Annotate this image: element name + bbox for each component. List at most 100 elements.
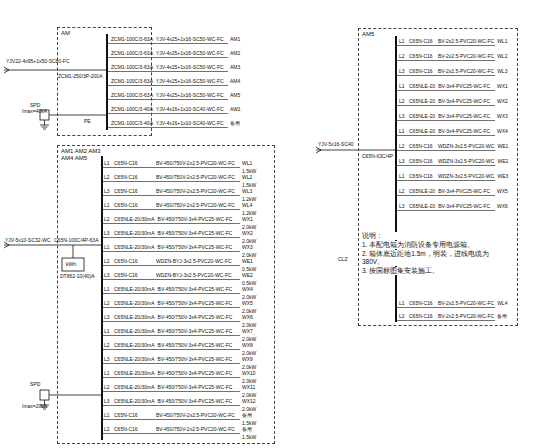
busbar [101, 156, 103, 440]
wire-label: WDZN-BYJ-3x2.5-PVC20-WC-FC [156, 258, 232, 264]
circuit-wire [396, 320, 495, 321]
feeder-arrow [4, 67, 9, 73]
wire-label: L2 [399, 53, 405, 59]
wire-label: C65N-C16 [409, 158, 433, 164]
wire-label: C65N-C16 [409, 143, 433, 149]
wire-label: L3 [104, 314, 110, 320]
wire-label: C65NLE-20/30mA [114, 356, 155, 362]
wire-label: BV-3x4-PVC25-WC-FC [438, 188, 490, 194]
wire-label: YJV-4x25+1x16-SC50-WC-FC [156, 36, 224, 42]
wire-label: C65N-C16 [409, 38, 433, 44]
wire-label: L1 [104, 370, 110, 376]
wire-label: ZCM1-100C/3-40A [111, 120, 153, 126]
wire-label: 1.5kW [242, 168, 256, 174]
wire-label: C65NLE-20 [409, 203, 435, 209]
wire-label: 2.0kW [242, 350, 256, 356]
wire-label: 0.5kW [242, 280, 256, 286]
wire-label: L1 [399, 128, 405, 134]
wire-label: L1 [104, 412, 110, 418]
circuit-wire [102, 251, 240, 252]
wire-label: BV-3x4-PVC25-WC-FC [438, 113, 490, 119]
wire-label: 备用 [497, 313, 507, 319]
wire-label: BV-2x2.5-PVC20-WC-FC [438, 53, 494, 59]
wire-label: BV-3x4-PVC25-WC-FC [438, 203, 490, 209]
wire-label: BV-450/750V-2x2.5-PVC20-WC-FC [156, 412, 235, 418]
wire-label: WE1 [242, 258, 253, 264]
wire-label: 2.0kW [242, 308, 256, 314]
wire-label: BV-450/750V-3x4-PVC25-WC-FC [158, 356, 233, 362]
wire-label: 2.0kW [242, 252, 256, 258]
wire-label: L2 [104, 216, 110, 222]
wire-label: C65NLE-20 [409, 128, 435, 134]
panel-name: AM [61, 30, 101, 37]
circuit-wire [107, 43, 228, 44]
wire-label: BV-3x4-PVC25-WC-FC [438, 128, 490, 134]
wire-label: C65N-C16 [409, 313, 433, 319]
wire-label: C65NLE-20/30mA [114, 244, 155, 250]
circuit-wire [396, 180, 495, 181]
wire-label: WX9 [242, 356, 253, 362]
wire-label: WX2 [242, 230, 253, 236]
wire-label: WL4 [497, 300, 507, 306]
wire-label: BV-450/750V-2x2.5-PVC20-WC-FC [156, 202, 235, 208]
wire-label: C65NLE-20 [409, 98, 435, 104]
wire-label: L2 [399, 98, 405, 104]
circuit-wire [396, 135, 495, 136]
wire-label: L2 [104, 258, 110, 264]
circuit-wire [396, 45, 495, 46]
wire-label: C65NLE-20 [409, 83, 435, 89]
wire-label: C65NLE-20/30mA [114, 398, 155, 404]
circuit-wire [102, 167, 240, 168]
wire-label: C65N-C16 [114, 202, 138, 208]
wire-label: L1 [399, 83, 405, 89]
wire-label: BV-450/750V-3x4-PVC25-WC-FC [158, 384, 233, 390]
wire-label: WL4 [242, 202, 252, 208]
wire-label: 2.0kW [242, 322, 256, 328]
incoming-feeder [316, 150, 396, 151]
meter-symbol [62, 258, 84, 271]
incoming-feeder [4, 70, 107, 71]
circuit-wire [396, 105, 495, 106]
wire-label: L2 [399, 188, 405, 194]
wire-label: YJV-5x16-SC40 [318, 141, 354, 147]
wire-label: 备用 [242, 412, 252, 418]
wire-label: C65N-C16 [114, 272, 138, 278]
wire-label: C65NLE-20/30mA [114, 342, 155, 348]
circuit-wire [396, 165, 495, 166]
wire-label: WE2 [497, 158, 508, 164]
wire-label: C65NLE-20/30mA [114, 230, 155, 236]
circuit-wire [107, 127, 228, 128]
wire-label: C65N-C16 [409, 68, 433, 74]
wire-label: WE1 [497, 143, 508, 149]
circuit-wire [102, 293, 240, 294]
circuit-wire [107, 71, 228, 72]
wire-label: L3 [399, 113, 405, 119]
wire-label: L3 [104, 356, 110, 362]
wire-label: L1 [104, 328, 110, 334]
wire-label: 2.0kW [242, 392, 256, 398]
wire-label: C65NLE-20/30mA [114, 286, 155, 292]
wire-label: C65NLE-20 [409, 113, 435, 119]
circuit-wire [102, 405, 240, 406]
wire-label: L3 [399, 68, 405, 74]
wire-label: 1.5kW [242, 434, 256, 440]
wire-label: 备用 [230, 120, 240, 126]
wire-label: 0.5kW [242, 266, 256, 272]
wire-label: L2 [104, 426, 110, 432]
wire-label: WX3 [242, 244, 253, 250]
wire-label: C65N-C16 [114, 412, 138, 418]
wire-label: WDZN-BYJ-3x2.5-PVC20-WC-FC [156, 272, 232, 278]
wire-label: BV-450/750V-3x4-PVC25-WC-FC [158, 370, 233, 376]
wire-label: YJV-4x16+1x10-SC40-WC-FC [156, 120, 224, 126]
wire-label: YJV-4x25+1x16-SC50-WC-FC [156, 78, 224, 84]
ground-symbol [40, 120, 49, 129]
circuit-wire [396, 150, 495, 151]
wire-label: BV-3x4-PVC25-WC-FC [438, 83, 490, 89]
circuit-wire [396, 60, 495, 61]
wire-label: L3 [399, 203, 405, 209]
wire-label: C65NLE-20/30mA [114, 314, 155, 320]
wire-label: BV-450/750V-3x4-PVC25-WC-FC [158, 398, 233, 404]
wire-label: BV-450/750V-2x2.5-PVC20-WC-FC [156, 174, 235, 180]
wire-label: L3 [104, 398, 110, 404]
